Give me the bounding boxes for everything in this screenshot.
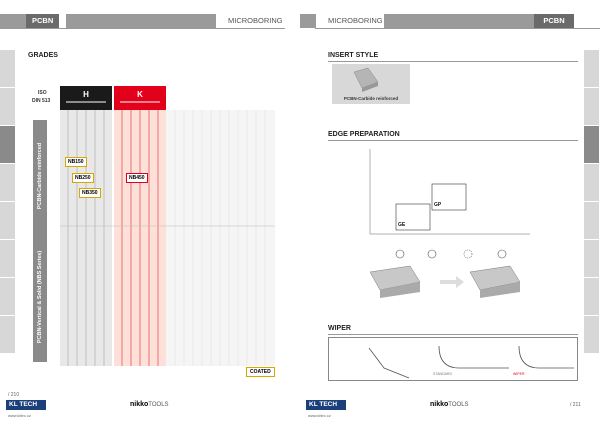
grade-nb150[interactable]: NB150 <box>65 157 87 167</box>
topbar-left-stub <box>0 14 26 28</box>
sidebar-left-tab-4[interactable] <box>0 164 15 201</box>
grades-grid: H K <box>60 86 275 366</box>
section-tab-right[interactable]: PCBN <box>534 14 574 28</box>
page-header-right: MICROBORING <box>328 16 383 25</box>
sidebar-left-tab-3-active[interactable] <box>0 126 15 163</box>
topbar-right-stub <box>300 14 316 28</box>
sidebar-left-tab-7[interactable] <box>0 278 15 315</box>
sidebar-tab-6[interactable] <box>584 240 599 277</box>
page-number-left: / 210 <box>8 392 20 398</box>
row-label-nbs: PCBN-Vertical & Solid (NBS Series) <box>37 250 43 344</box>
sidebar-tab-7[interactable] <box>584 278 599 315</box>
sidebar-tab-3-active[interactable] <box>584 126 599 163</box>
page-number-right: / 211 <box>570 402 581 408</box>
kltech-text-left: KL TECH <box>9 401 38 408</box>
insert-style-box: PCBN-Carbide reinforced <box>332 64 410 104</box>
website-left[interactable]: www.kltec.cz <box>8 413 31 418</box>
header-divider <box>0 28 285 29</box>
nikko-logo-left: nikkoTOOLS <box>130 401 169 408</box>
insert-style-title: INSERT STYLE <box>328 52 379 59</box>
sidebar-left <box>0 50 15 354</box>
edge-prep-diagram: GE GP <box>369 149 530 259</box>
nikko-logo-right: nikkoTOOLS <box>430 401 469 408</box>
sidebar-left-tab-2[interactable] <box>0 88 15 125</box>
iso-label: ISO <box>38 90 47 96</box>
edge-label-ge: GE <box>398 222 406 228</box>
header-divider-right <box>315 28 600 29</box>
edge-box-gp <box>431 183 467 211</box>
iso-h-header <box>60 86 112 110</box>
edge-prep-title: EDGE PREPARATION <box>328 131 400 138</box>
iso-k-header <box>114 86 166 110</box>
topbar-left-mid <box>66 14 216 28</box>
insert-image <box>353 67 379 92</box>
left-page: PCBN MICROBORING GRADES ISO DIN 513 H K <box>0 14 285 418</box>
topbar-right-mid <box>384 14 534 28</box>
wiper-label-wiper: WIPER <box>513 372 525 376</box>
right-page: MICROBORING PCBN INSERT STYLE PCBN-Carbi… <box>300 0 600 424</box>
wiper-label-standard: STANDARD <box>433 372 452 376</box>
din-label: DIN 513 <box>32 98 51 104</box>
edge-box-ge <box>395 203 431 231</box>
row-label-carbide: PCBN-Carbide reinforced <box>37 142 43 210</box>
kltech-logo-left <box>6 400 46 410</box>
sidebar-left-tab-8[interactable] <box>0 316 15 353</box>
grade-nb450[interactable]: NB450 <box>126 173 148 183</box>
coated-badge: COATED <box>246 367 275 377</box>
kltech-logo-right <box>306 400 346 410</box>
sidebar-right <box>584 50 599 354</box>
row-label-bg-2 <box>33 232 47 362</box>
iso-k-letter: K <box>137 90 143 99</box>
sidebar-tab-5[interactable] <box>584 202 599 239</box>
sidebar-tab-2[interactable] <box>584 88 599 125</box>
grade-nb250[interactable]: NB250 <box>72 173 94 183</box>
wiper-box: STANDARD WIPER <box>328 337 578 381</box>
sidebar-tab-4[interactable] <box>584 164 599 201</box>
kltech-text-right: KL TECH <box>309 401 338 408</box>
website-right[interactable]: www.kltec.cz <box>308 413 331 418</box>
sidebar-tab-8[interactable] <box>584 316 599 353</box>
sidebar-left-tab-6[interactable] <box>0 240 15 277</box>
iso-h-letter: H <box>83 90 89 99</box>
insert-caption: PCBN-Carbide reinforced <box>343 96 399 101</box>
sidebar-left-tab-5[interactable] <box>0 202 15 239</box>
section-tab-left[interactable]: PCBN <box>26 14 60 28</box>
grade-nb350[interactable]: NB350 <box>79 188 101 198</box>
edge-insert-illustrations <box>370 265 521 298</box>
sidebar-left-tab-1[interactable] <box>0 50 15 87</box>
row-label-bg-1 <box>33 120 47 232</box>
wiper-title: WIPER <box>328 325 351 332</box>
sidebar-tab-1[interactable] <box>584 50 599 87</box>
grades-title: GRADES <box>28 52 58 59</box>
page-header-left: MICROBORING <box>228 16 283 25</box>
edge-label-gp: GP <box>434 202 442 208</box>
